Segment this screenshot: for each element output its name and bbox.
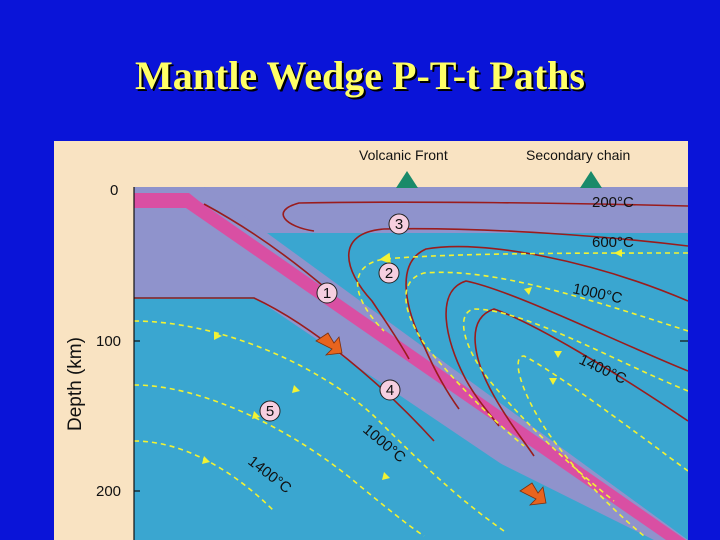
secondary-chain-label: Secondary chain: [526, 147, 630, 163]
slab-motion-arrow-lower: [519, 482, 547, 506]
svg-text:3: 3: [395, 216, 403, 233]
mantle-flowlines: [133, 252, 688, 537]
isotherms: [134, 201, 688, 457]
subducting-slab: [134, 193, 686, 540]
slide-title: Mantle Wedge P-T-t Paths: [135, 53, 585, 98]
subduction-diagram: Volcanic Front Secondary chain Depth (km…: [54, 141, 688, 540]
depth-tick-0: 0: [110, 182, 118, 199]
svg-text:1: 1: [323, 285, 331, 302]
volcanic-front-label: Volcanic Front: [359, 147, 448, 163]
svg-text:4: 4: [386, 382, 394, 399]
volcanic-front-icon: [396, 171, 418, 188]
path-marker-2: 2: [378, 262, 400, 284]
secondary-chain-icon: [580, 171, 602, 188]
depth-axis: [133, 187, 140, 540]
path-marker-1: 1: [316, 282, 338, 304]
depth-tick-100: 100: [96, 333, 121, 350]
isotherm-600-label: 600°C: [592, 234, 634, 251]
depth-axis-label: Depth (km): [65, 337, 86, 431]
slab-motion-arrow-upper: [315, 332, 343, 356]
path-marker-5: 5: [259, 400, 281, 422]
svg-text:5: 5: [266, 403, 274, 420]
isotherm-200-label: 200°C: [592, 194, 634, 211]
svg-text:2: 2: [385, 265, 393, 282]
path-marker-3: 3: [388, 213, 410, 235]
left-mantle-lower: [134, 297, 614, 540]
path-marker-4: 4: [379, 379, 401, 401]
depth-tick-200: 200: [96, 483, 121, 500]
crust-layer: [204, 187, 688, 233]
flow-arrowheads: [202, 249, 622, 480]
